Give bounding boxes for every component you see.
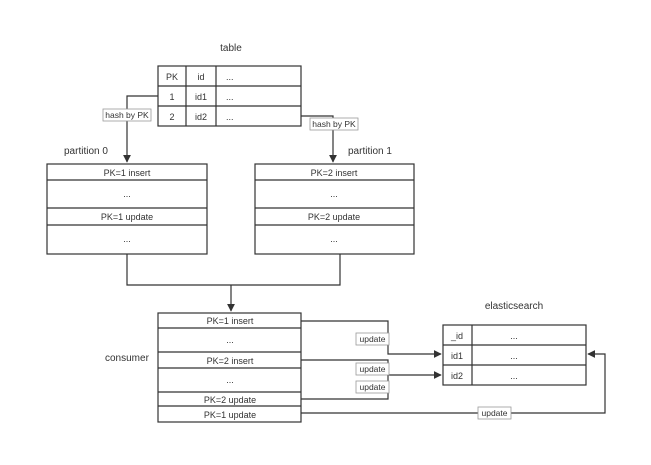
consumer-title: consumer (105, 353, 150, 364)
svg-text:update: update (360, 364, 386, 374)
update-label-2: update (355, 362, 390, 376)
svg-text:hash by PK: hash by PK (312, 119, 356, 129)
elasticsearch-table: _id ... id1 ... id2 ... (442, 324, 587, 386)
table-title: table (220, 43, 242, 54)
es-cell-id-2: id2 (451, 371, 463, 381)
consumer-box: PK=1 insert ... PK=2 insert ... PK=2 upd… (157, 312, 302, 423)
partition-1-row-3: PK=2 update (308, 212, 360, 222)
consumer-row-4: ... (226, 375, 234, 385)
table-header-more: ... (226, 72, 234, 82)
es-header-more: ... (510, 331, 518, 341)
partition-0-row-4: ... (123, 234, 131, 244)
merge-connector (126, 254, 341, 286)
hash-arrow-left (123, 95, 158, 163)
update-arrow-4 (301, 350, 606, 414)
partition-0-title: partition 0 (64, 146, 108, 157)
partition-0-box: PK=1 insert ... PK=1 update ... (46, 163, 208, 255)
source-table: PK id ... 1 id1 ... 2 id2 ... (157, 65, 302, 127)
table-header-id: id (197, 72, 204, 82)
table-header-pk: PK (166, 72, 178, 82)
es-header-id: _id (450, 331, 463, 341)
partition-1-title: partition 1 (348, 146, 392, 157)
partition-1-row-1: PK=2 insert (311, 168, 358, 178)
partition-0-row-2: ... (123, 189, 131, 199)
hash-arrow-right (301, 115, 337, 163)
svg-text:update: update (482, 408, 508, 418)
svg-text:update: update (360, 334, 386, 344)
consumer-row-5: PK=2 update (204, 395, 256, 405)
partition-1-row-2: ... (330, 189, 338, 199)
partition-1-box: PK=2 insert ... PK=2 update ... (254, 163, 415, 255)
table-cell-pk-2: 2 (169, 112, 174, 122)
update-label-1: update (355, 332, 390, 346)
table-cell-more-1: ... (226, 92, 234, 102)
hash-label-right: hash by PK (309, 117, 359, 131)
consumer-row-3: PK=2 insert (207, 356, 254, 366)
svg-text:hash by PK: hash by PK (105, 110, 149, 120)
elasticsearch-title: elasticsearch (485, 301, 543, 312)
consumer-row-6: PK=1 update (204, 410, 256, 420)
table-cell-pk-1: 1 (169, 92, 174, 102)
partition-0-row-1: PK=1 insert (104, 168, 151, 178)
svg-text:update: update (360, 382, 386, 392)
update-label-3: update (355, 380, 390, 394)
es-cell-id-1: id1 (451, 351, 463, 361)
hash-label-left: hash by PK (102, 108, 152, 122)
update-label-4: update (477, 406, 512, 420)
partition-1-row-4: ... (330, 234, 338, 244)
consumer-row-2: ... (226, 335, 234, 345)
es-cell-more-2: ... (510, 371, 518, 381)
table-cell-id-2: id2 (195, 112, 207, 122)
partition-0-row-3: PK=1 update (101, 212, 153, 222)
table-cell-more-2: ... (226, 112, 234, 122)
table-cell-id-1: id1 (195, 92, 207, 102)
es-cell-more-1: ... (510, 351, 518, 361)
consumer-row-1: PK=1 insert (207, 316, 254, 326)
